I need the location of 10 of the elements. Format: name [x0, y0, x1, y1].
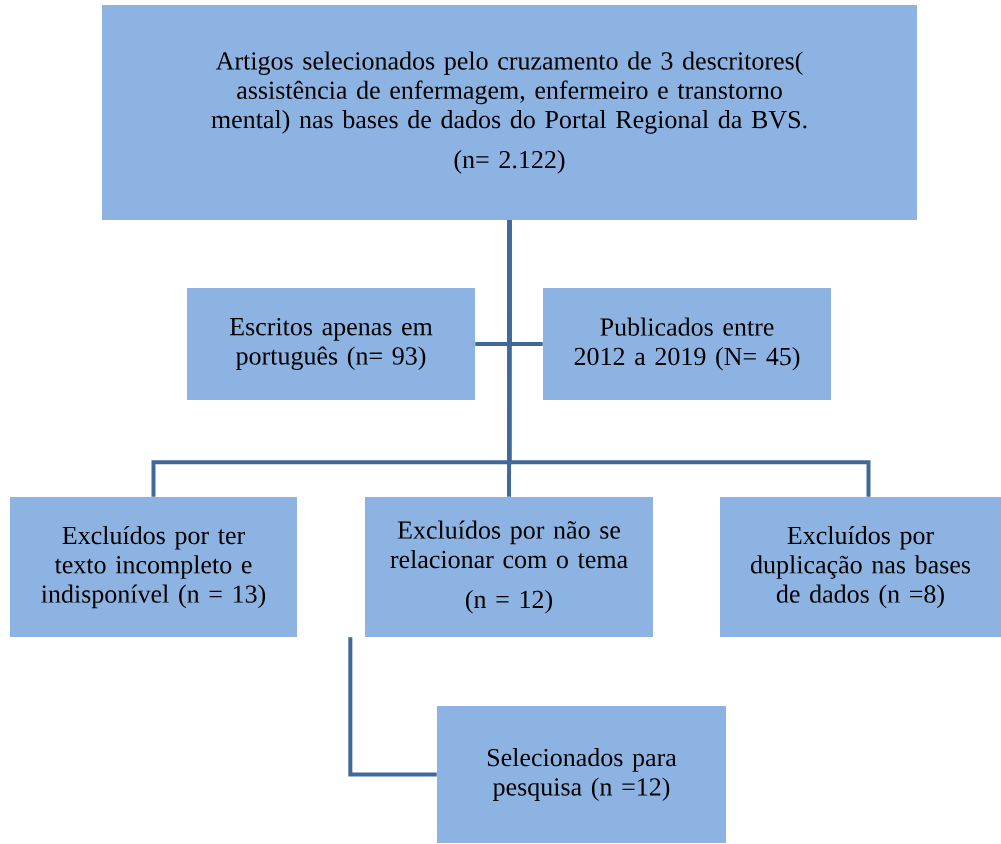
- process-box: Publicados entre 2012 a 2019 (N= 45): [543, 288, 831, 400]
- connector-line: [507, 220, 512, 497]
- process-box: Selecionados para pesquisa (n =12): [437, 706, 726, 843]
- process-box: Escritos apenas em português (n= 93): [187, 288, 475, 400]
- connector-line: [348, 637, 437, 777]
- connector-line: [507, 220, 871, 497]
- process-box: Excluídos por ter texto incompleto e indisponível (n = 13): [10, 497, 297, 637]
- process-box: Artigos selecionados pelo cruzamento de 3 descritores( assistência de enfermagem, enfermeiro e transtorno mental) nas bases de dados do Portal Regional da BVS. (n= 2.122): [102, 5, 917, 220]
- process-box: Excluídos por não se relacionar com o tema (n = 12): [365, 497, 653, 637]
- process-box: Excluídos por duplicação nas bases de dados (n =8): [720, 497, 1001, 637]
